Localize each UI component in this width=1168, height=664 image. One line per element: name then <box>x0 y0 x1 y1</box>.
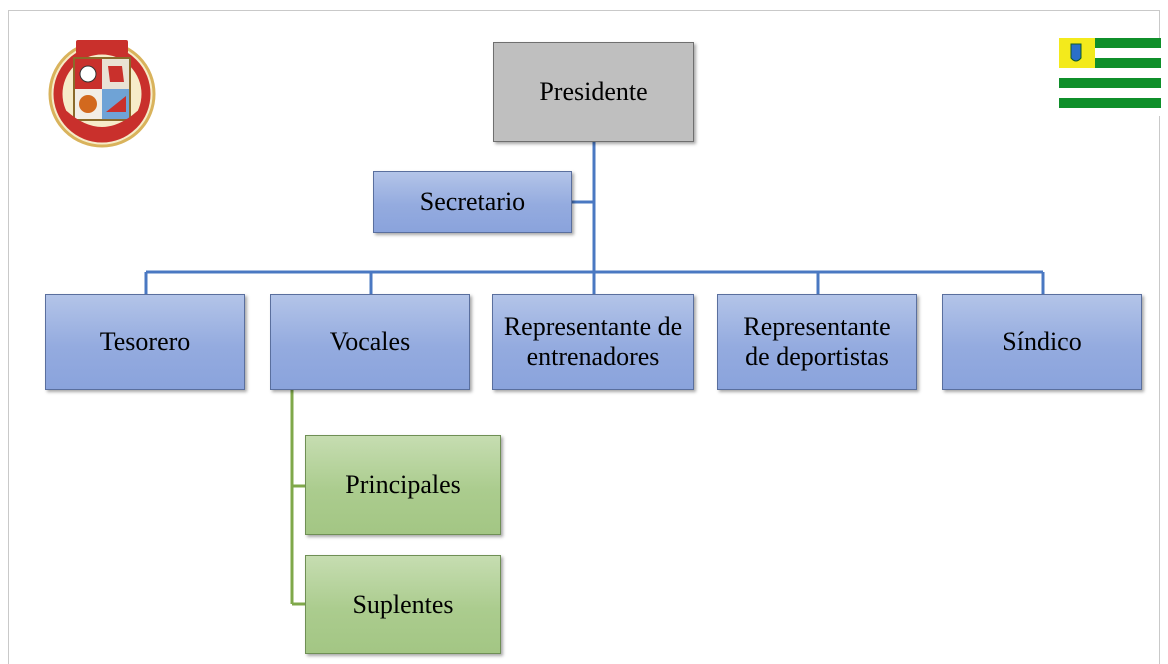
node-presidente: Presidente <box>493 42 694 142</box>
node-rep-deportistas: Representante de deportistas <box>717 294 917 390</box>
node-rep-entrenadores-label: Representante de entrenadores <box>503 312 683 371</box>
node-suplentes: Suplentes <box>305 555 501 654</box>
league-seal-logo <box>48 40 156 148</box>
node-rep-entrenadores: Representante de entrenadores <box>492 294 694 390</box>
node-vocales: Vocales <box>270 294 470 390</box>
node-principales-label: Principales <box>345 470 461 500</box>
node-suplentes-label: Suplentes <box>352 589 454 619</box>
node-tesorero: Tesorero <box>45 294 245 390</box>
diagram-frame <box>8 10 1160 664</box>
node-rep-deportistas-label: Representante de deportistas <box>743 312 891 371</box>
node-sindico: Síndico <box>942 294 1142 390</box>
node-principales: Principales <box>305 435 501 535</box>
node-tesorero-label: Tesorero <box>99 327 191 357</box>
node-vocales-label: Vocales <box>329 327 411 357</box>
node-secretario: Secretario <box>373 171 572 233</box>
node-sindico-label: Síndico <box>1002 327 1082 357</box>
node-presidente-label: Presidente <box>539 77 648 107</box>
canton-flag-icon <box>1059 38 1161 116</box>
node-secretario-label: Secretario <box>419 187 526 217</box>
